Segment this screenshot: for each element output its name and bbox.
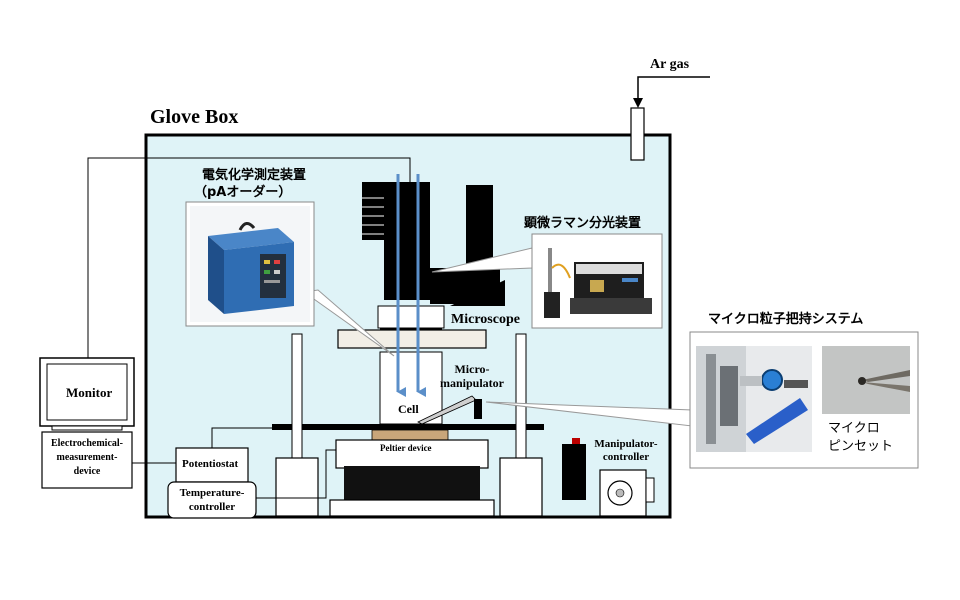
tweezers-label-line1: マイクロ: [828, 421, 880, 436]
peltier-label: Peltier device: [380, 443, 432, 453]
manip-controller-label-line2: controller: [602, 451, 650, 463]
potentiostat-box: [175, 447, 249, 483]
ar-gas-inlet: [630, 76, 710, 161]
monitor-label: Monitor: [66, 385, 113, 400]
raman-jp-label: 顕微ラマン分光装置: [524, 216, 642, 231]
manipulator-photo: [696, 346, 812, 452]
echem-jp-label-line2: （pAオーダー）: [194, 185, 292, 200]
tweezers-label: マイクロ ピンセット: [828, 420, 893, 456]
peltier-device: [371, 429, 449, 441]
temp-controller-label-line2: controller: [188, 501, 236, 513]
platform-bar: [272, 424, 544, 430]
raman-photo: [536, 238, 658, 324]
echem-device-label-line2: measurement-: [56, 452, 118, 463]
temp-controller-label: Temperature- controller: [170, 486, 254, 514]
base-stack: [344, 466, 480, 502]
micro-manipulator-label-line1: Micro-: [454, 362, 490, 376]
potentiostat-label: Potentiostat: [182, 458, 239, 470]
tweezers-photo: [822, 346, 910, 414]
microscope-body: [362, 182, 505, 348]
echem-device-label-line1: Electrochemical-: [50, 438, 123, 449]
monitor-cable: [87, 157, 411, 360]
micro-manipulator-label-line2: manipulator: [440, 376, 505, 390]
manip-controller-label: Manipulator- controller: [586, 438, 666, 464]
particle-system-jp-label: マイクロ粒子把持システム: [708, 312, 864, 327]
right-post: [499, 333, 543, 517]
manip-controller-label-line1: Manipulator-: [594, 438, 658, 450]
objective-stage: [337, 329, 487, 349]
temp-controller-label-line1: Temperature-: [179, 487, 245, 499]
echem-device-box: [41, 431, 133, 489]
echem-device-label: Electrochemical- measurement- device: [44, 437, 130, 479]
echem-jp-label-line1: 電気化学測定装置: [202, 168, 307, 183]
manipulator-controller: [562, 438, 655, 517]
potentiostat-photo: [190, 206, 310, 322]
glove-box-title: Glove Box: [150, 106, 239, 128]
left-post: [275, 333, 319, 517]
microscope-label: Microscope: [451, 312, 520, 327]
micro-manipulator-label: Micro- manipulator: [440, 362, 504, 390]
micromanipulator-needle: [417, 395, 482, 425]
cell-label: Cell: [398, 402, 419, 416]
echem-device-label-line3: device: [73, 466, 101, 477]
monitor: [39, 357, 135, 431]
tweezers-label-line2: ピンセット: [828, 439, 894, 454]
ar-gas-label: Ar gas: [650, 57, 690, 72]
temperature-controller-box: [167, 481, 257, 519]
